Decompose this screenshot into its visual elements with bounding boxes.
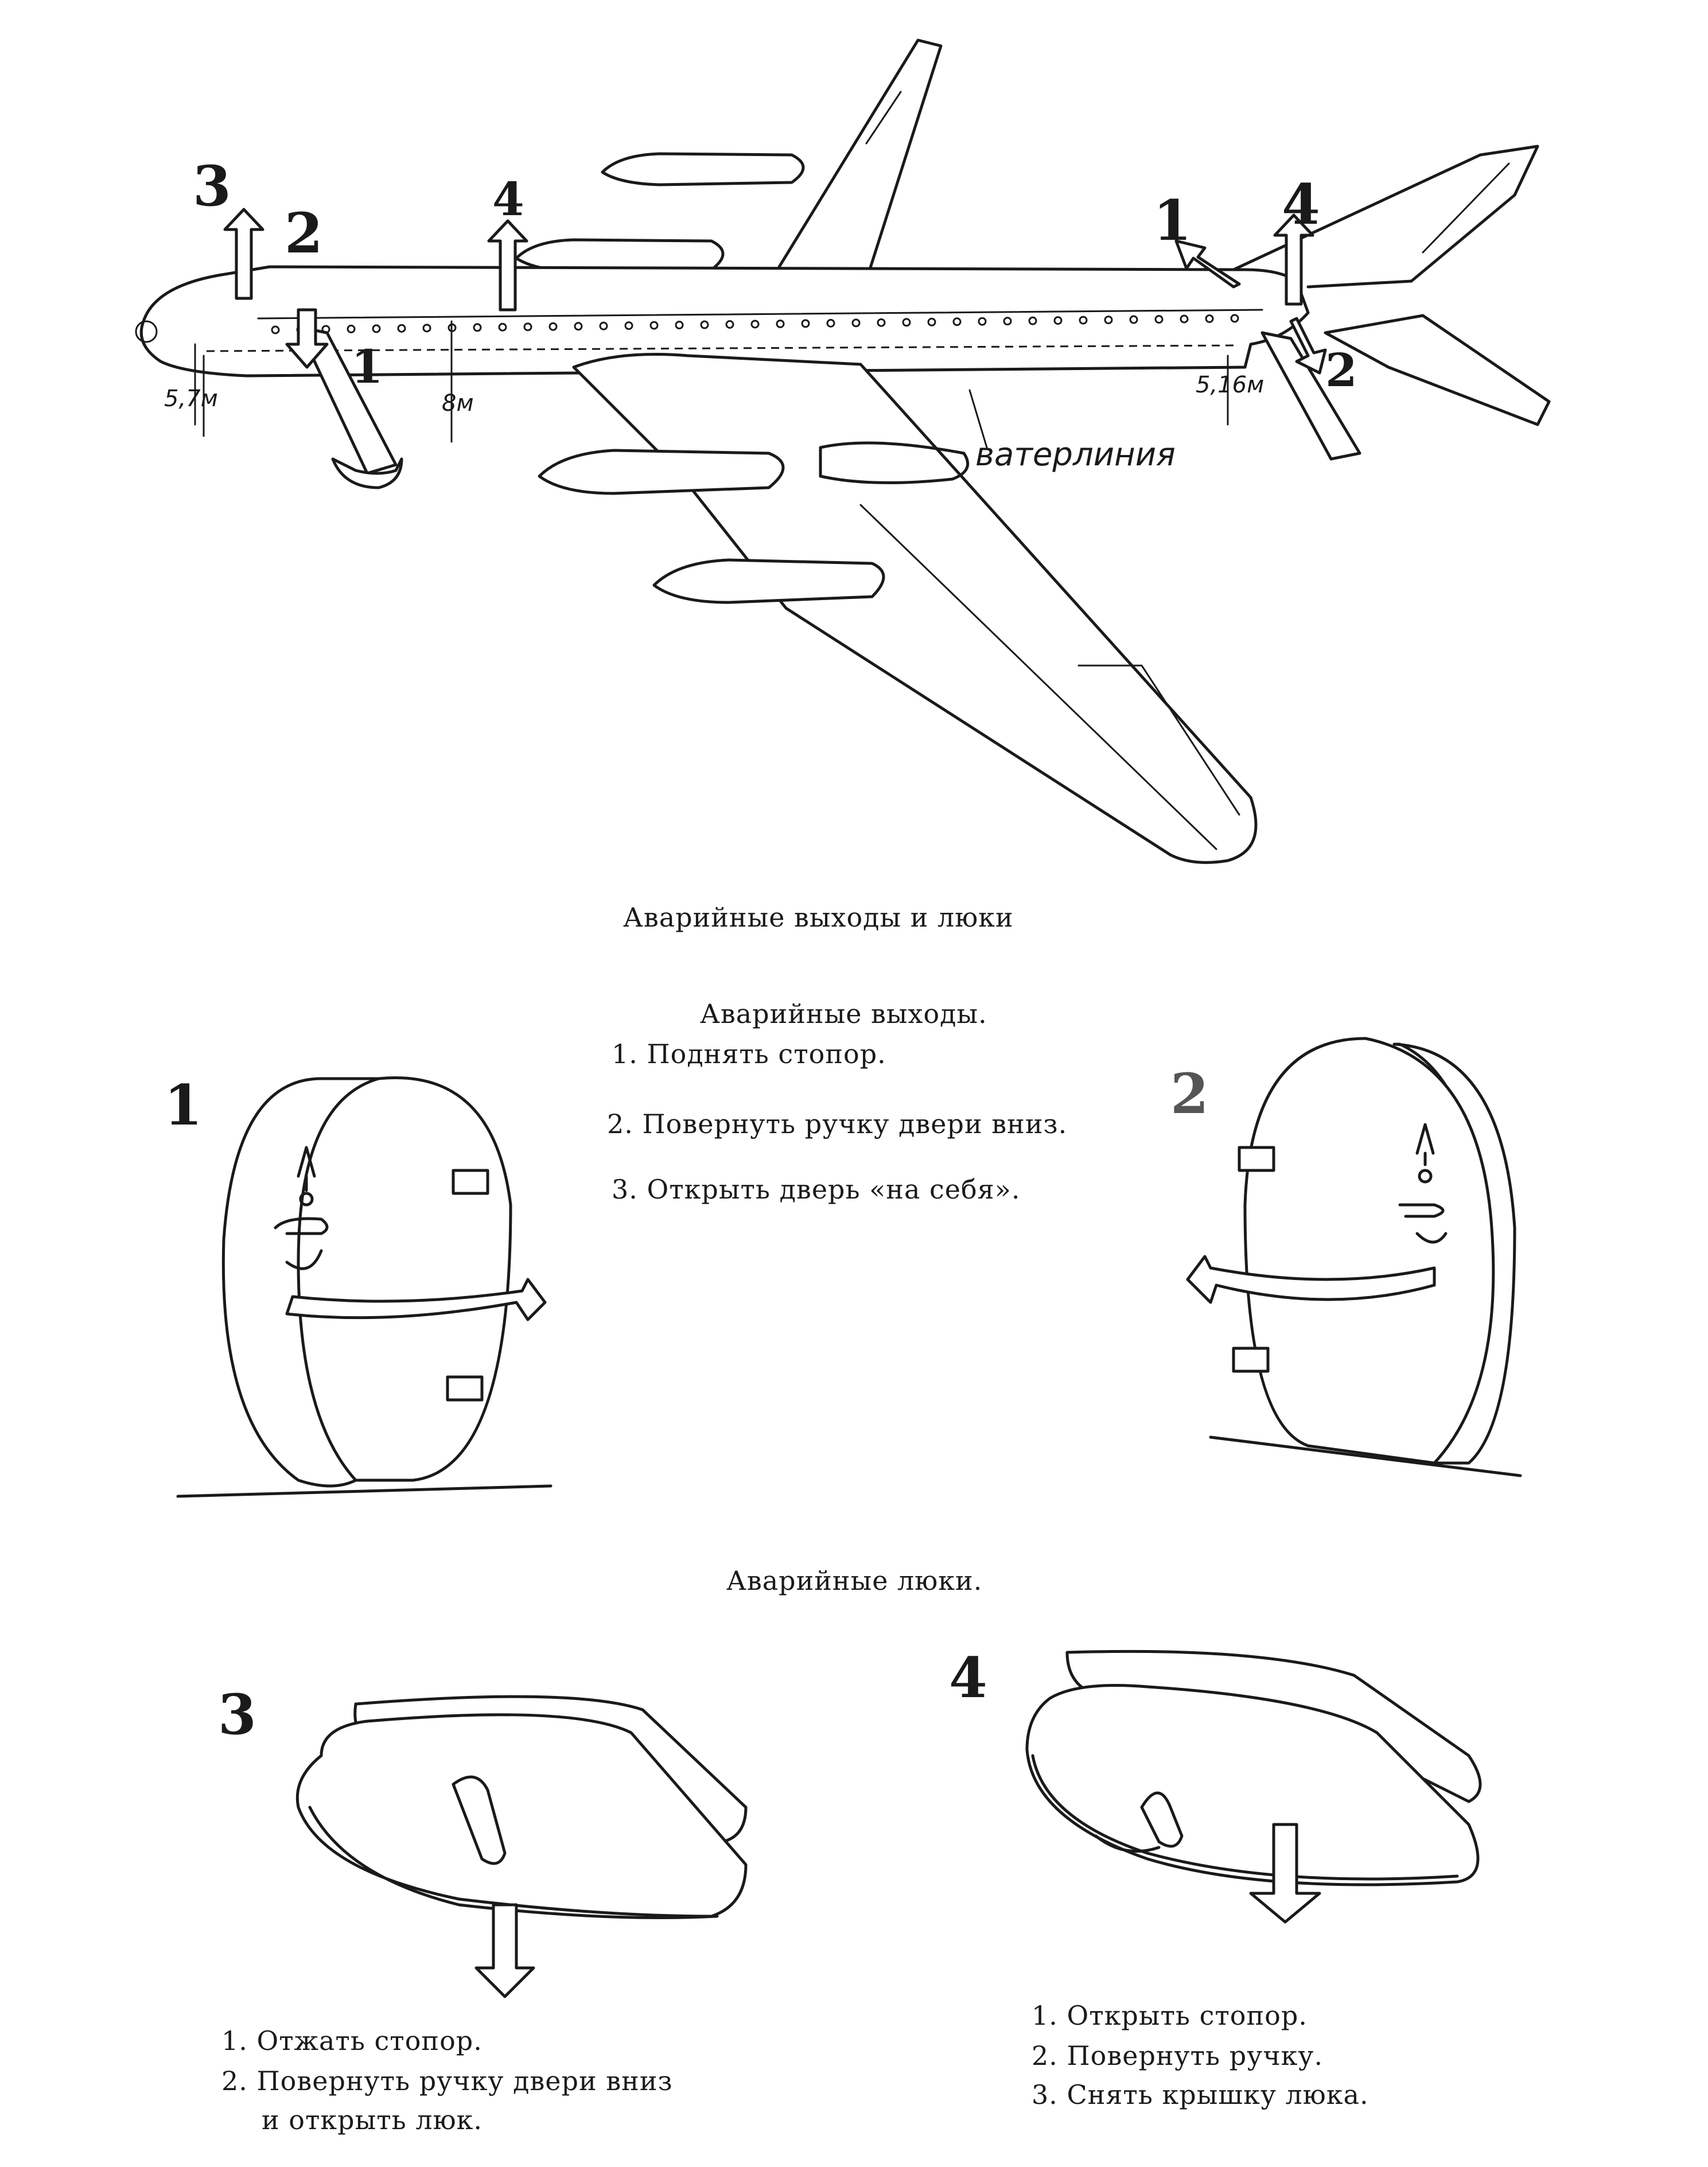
fuselage-window (851, 318, 861, 328)
marker-nose-hatch: 3 (193, 154, 231, 219)
fuselage-window (599, 321, 608, 330)
fuselage-window (498, 322, 507, 332)
exits-step-2: 2. Повернуть ручку двери вниз. (607, 1108, 1068, 1139)
hatch4-step-1: 1. Открыть стопор. (1032, 2000, 1308, 2031)
fuselage-window (574, 322, 583, 331)
fuselage-window (1180, 314, 1189, 324)
dimension-front-height: 5,7м (164, 386, 218, 412)
fuselage-window (649, 321, 659, 330)
fuselage-window (347, 324, 356, 333)
marker-rear-exit-bottom: 2 (1325, 343, 1357, 397)
exits-step-3: 3. Открыть дверь «на себя». (612, 1174, 1021, 1205)
door-right-label: 2 (1170, 1061, 1209, 1126)
fuselage-window (776, 319, 785, 328)
fuselage-window (523, 322, 532, 332)
hatch4-step-2: 2. Повернуть ручку. (1032, 2040, 1324, 2071)
fuselage-window (473, 323, 482, 332)
fuselage-window (1129, 315, 1138, 324)
figure-caption: Аварийные выходы и люки (623, 902, 1014, 933)
fuselage-window (927, 317, 936, 326)
fuselage-window (902, 318, 911, 327)
exits-title: Аварийные выходы. (700, 998, 987, 1029)
fuselage-window (1003, 317, 1012, 326)
hatch3-label: 3 (218, 1682, 256, 1747)
fuselage-window (826, 318, 835, 328)
fuselage-window (801, 319, 810, 328)
fuselage-window (624, 321, 633, 330)
marker-mid-hatch: 4 (492, 172, 524, 226)
fuselage-window (675, 321, 684, 330)
marker-rear-exit-top: 1 (1153, 188, 1192, 253)
fuselage-window (397, 324, 406, 333)
hatch4-label: 4 (949, 1645, 987, 1710)
marker-front-exit-bottom: 1 (351, 340, 383, 394)
fuselage-window (548, 322, 558, 331)
dimension-mid-height: 8м (442, 390, 474, 417)
door-left-label: 1 (164, 1073, 203, 1138)
fuselage-window (725, 320, 734, 329)
fuselage-window (877, 318, 886, 327)
exits-step-1: 1. Поднять стопор. (612, 1038, 886, 1069)
hatch4-step-3: 3. Снять крышку люка. (1032, 2079, 1369, 2110)
dimension-rear-height: 5,16м (1196, 372, 1265, 398)
hatches-title: Аварийные люки. (726, 1565, 983, 1596)
fuselage-window (1079, 316, 1088, 325)
fuselage-window (271, 325, 280, 334)
waterline-label: ватерлиния (975, 436, 1176, 473)
hatch3-step-1: 1. Отжать стопор. (221, 2025, 483, 2056)
fuselage-window (422, 324, 431, 333)
fuselage-window (952, 317, 962, 326)
marker-rear-hatch: 4 (1282, 172, 1320, 237)
hatch3-step-2: 2. Повернуть ручку двери вниз (221, 2065, 673, 2096)
fuselage-window (1205, 314, 1214, 323)
fuselage-window (1028, 316, 1037, 325)
fuselage-window (700, 320, 709, 329)
fuselage-window (978, 317, 987, 326)
fuselage-window (1104, 316, 1113, 325)
fuselage-window (1230, 314, 1239, 323)
fuselage-window (750, 320, 760, 329)
fuselage-window (1053, 316, 1063, 325)
hatch3-step-3: и открыть люк. (262, 2104, 483, 2135)
marker-front-exit-top: 2 (285, 201, 323, 266)
fuselage-window (372, 324, 381, 333)
fuselage-window (1154, 315, 1164, 324)
